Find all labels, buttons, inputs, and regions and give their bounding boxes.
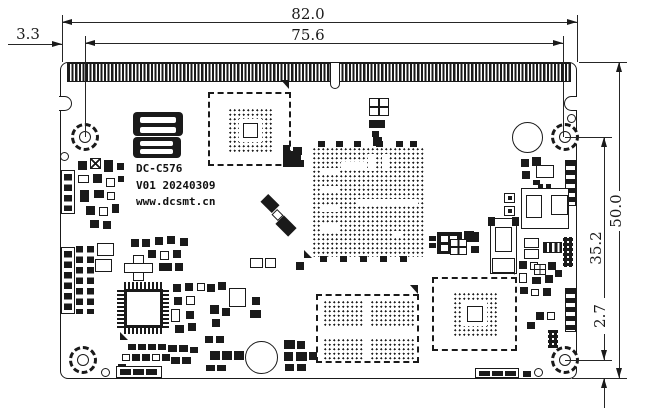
pin1-triangle-icon bbox=[120, 332, 128, 340]
silkscreen-version-text: V01 20240309 bbox=[136, 179, 216, 192]
bottom-round-component bbox=[245, 341, 278, 374]
via-hole-bottom-right bbox=[534, 368, 543, 377]
silkscreen-website-text: www.dcsmt.cn bbox=[136, 195, 216, 208]
pin-header-column-1 bbox=[76, 246, 83, 314]
dimension-board-width: 82.0 bbox=[291, 5, 325, 23]
via-hole-top-left bbox=[60, 152, 69, 161]
dimension-board-height: 50.0 bbox=[607, 191, 625, 231]
edge-connector-gold-fingers bbox=[67, 63, 571, 82]
via-hole-top-right bbox=[567, 114, 576, 123]
pin1-flag-icon bbox=[281, 80, 289, 89]
dimension-hole-span-horizontal: 75.6 bbox=[291, 26, 325, 44]
buzzer-circle bbox=[512, 122, 543, 153]
pin1-flag-icon bbox=[410, 285, 418, 294]
edge-connector-key-notch bbox=[330, 63, 340, 89]
right-edge-connector-1 bbox=[565, 160, 576, 206]
dimension-left-edge-to-hole: 3.3 bbox=[16, 25, 40, 43]
right-edge-connector-2 bbox=[565, 288, 576, 332]
silkscreen-model-text: DC-C576 bbox=[136, 162, 183, 175]
via-hole-bottom-left bbox=[101, 368, 110, 377]
dimension-hole-span-vertical: 35.2 bbox=[587, 231, 605, 265]
dimension-hole-to-bottom-edge: 2.7 bbox=[591, 298, 609, 334]
right-edge-slot bbox=[564, 96, 577, 111]
pin1-triangle-icon bbox=[304, 250, 312, 258]
pin-header-column-2 bbox=[87, 246, 94, 314]
left-edge-slot bbox=[59, 96, 72, 111]
